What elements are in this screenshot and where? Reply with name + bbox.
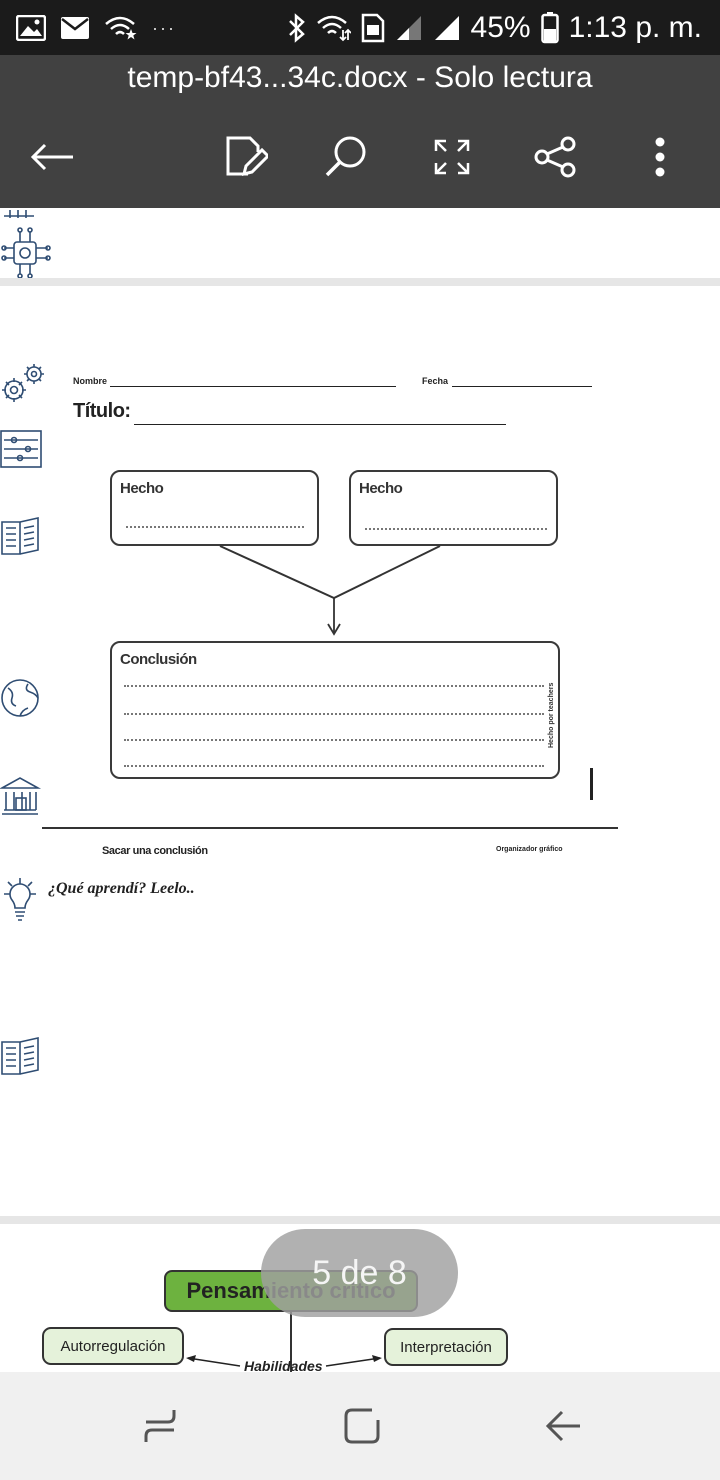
mindmap-right-label: Interpretación: [400, 1338, 492, 1356]
globe-icon: [1, 679, 39, 717]
recent-apps-icon: [144, 1410, 176, 1442]
more-options-button[interactable]: [630, 127, 690, 187]
status-right: 45% 1:13 p. m.: [287, 8, 702, 48]
title-label: Título:: [73, 400, 131, 422]
side-credit: Hecho por teachers: [548, 682, 555, 748]
merge-arrow: [219, 545, 441, 636]
edit-button[interactable]: [216, 127, 276, 187]
sliders-icon: [0, 430, 42, 468]
gallery-icon: [16, 15, 46, 41]
document-title: temp-bf43...34c.docx - Solo lectura: [127, 61, 593, 94]
date-line: [452, 386, 592, 387]
mindmap-link-arrows: [186, 1355, 382, 1367]
conclusion-dotted-line: [124, 739, 544, 741]
book-icon: [1, 517, 39, 555]
footer-right-label: Organizador gráfico: [496, 846, 563, 853]
navigation-bar: [0, 1372, 720, 1480]
wifi-star-icon: [105, 16, 137, 40]
fact-box-right: Hecho: [349, 470, 558, 546]
page-separator: [0, 1216, 720, 1224]
fact-dotted-line: [126, 526, 304, 528]
arrow-left-icon: [30, 143, 73, 171]
page-separator: [0, 278, 720, 286]
home-square-icon: [344, 1408, 380, 1444]
back-nav-button[interactable]: [534, 1400, 594, 1452]
conclusion-dotted-line: [124, 713, 544, 715]
signal-icon: [396, 16, 421, 40]
mindmap-link-label: Habilidades: [244, 1358, 323, 1372]
footer-left-label: Sacar una conclusión: [102, 845, 208, 857]
app-bar: temp-bf43...34c.docx - Solo lectura: [0, 55, 720, 208]
sim-card-icon: [361, 13, 384, 43]
expand-icon: [434, 139, 470, 175]
fact-label: Hecho: [120, 480, 164, 497]
fullscreen-button[interactable]: [422, 127, 482, 187]
mindmap-connector: [290, 1312, 292, 1372]
name-line: [110, 386, 396, 387]
mindmap-left-node: Autorregulación: [42, 1327, 184, 1365]
status-bar: ··· 45% 1:13 p. m.: [0, 0, 720, 55]
conclusion-dotted-line: [124, 765, 544, 767]
bluetooth-icon: [288, 13, 305, 43]
mindmap-right-node: Interpretación: [384, 1328, 508, 1366]
date-label: Fecha: [422, 376, 449, 386]
gears-icon: [2, 364, 44, 402]
fact-box-left: Hecho: [110, 470, 319, 546]
search-icon: [325, 136, 366, 177]
title-line: [134, 424, 506, 425]
recent-apps-button[interactable]: [130, 1400, 190, 1452]
share-icon: [534, 136, 576, 178]
conclusion-box: Conclusión: [110, 641, 560, 779]
wifi-data-icon: [316, 15, 351, 42]
back-arrow-icon: [545, 1410, 580, 1442]
mindmap-left-label: Autorregulación: [60, 1337, 166, 1355]
book-icon-2: [1, 1037, 39, 1075]
fact-dotted-line: [365, 528, 547, 530]
page-indicator: 5 de 8: [261, 1229, 458, 1317]
battery-percent: 45%: [470, 11, 531, 44]
signal-icon-2: [434, 16, 459, 40]
email-icon: [61, 17, 89, 39]
fact-label: Hecho: [359, 480, 403, 497]
share-button[interactable]: [526, 127, 586, 187]
conclusion-dotted-line: [124, 685, 544, 687]
question-text: ¿Qué aprendí? Leelo..: [48, 880, 195, 897]
page-indicator-label: 5 de 8: [312, 1253, 407, 1292]
name-label: Nombre: [73, 376, 108, 386]
search-button[interactable]: [316, 127, 376, 187]
edit-document-icon: [226, 136, 268, 177]
clock: 1:13 p. m.: [568, 11, 702, 44]
museum-building-icon: [0, 777, 42, 815]
more-vertical-icon: [655, 137, 665, 177]
back-button[interactable]: [22, 127, 82, 187]
battery-icon: [540, 12, 559, 44]
side-credit-bar: [590, 768, 593, 800]
home-button[interactable]: [332, 1400, 392, 1452]
circuit-brain-icon: [1, 210, 51, 279]
lightbulb-icon: [4, 878, 36, 921]
worksheet-footer-rule: [42, 827, 618, 829]
document-viewport[interactable]: Nombre Fecha Título: Hecho Hecho Conclus…: [0, 208, 720, 1372]
conclusion-label: Conclusión: [120, 651, 197, 668]
more-notifications: ···: [152, 17, 176, 38]
status-left: ···: [16, 12, 176, 44]
